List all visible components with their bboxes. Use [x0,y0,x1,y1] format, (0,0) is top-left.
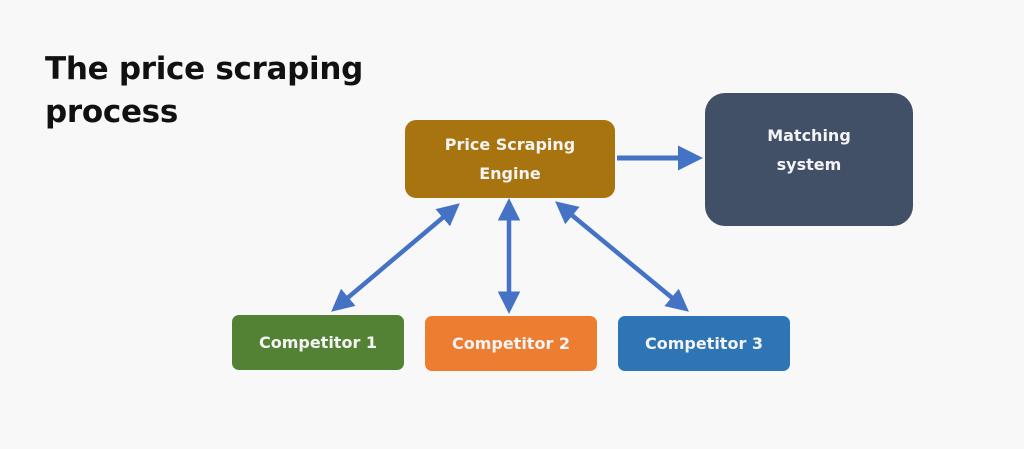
competitor-1-label: Competitor 1 [258,333,378,352]
matching-label-line2: system [776,155,842,174]
competitor-3-label: Competitor 3 [644,334,764,353]
competitor-1-node: Competitor 1 [232,315,404,370]
matching-system-node: Matching system [705,93,913,226]
matching-label-line1: Matching [767,126,851,145]
price-scraping-engine-node: Price Scraping Engine [405,120,615,198]
engine-label-line2: Engine [479,164,541,183]
competitor-2-node: Competitor 2 [425,316,597,371]
slide-title: The price scraping process [45,51,364,130]
engine-label-line1: Price Scraping [444,135,576,154]
arrow-engine-competitor-1 [331,203,460,312]
arrow-engine-competitor-3 [555,201,689,312]
competitor-3-node: Competitor 3 [618,316,790,371]
competitor-2-label: Competitor 2 [451,334,571,353]
